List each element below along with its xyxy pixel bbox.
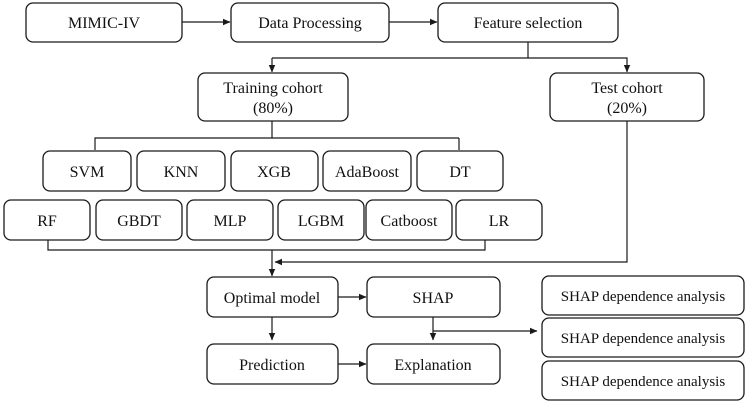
node-prediction: Prediction (206, 343, 339, 385)
node-mlp: MLP (186, 199, 274, 241)
node-dt-label: DT (449, 164, 471, 181)
node-dt: DT (416, 150, 504, 192)
edge-feature-split (272, 42, 529, 59)
node-svm-label: SVM (70, 164, 105, 181)
node-catboost-label: Catboost (381, 213, 438, 230)
node-adaboost: AdaBoost (322, 150, 412, 192)
node-shap-dependence-2-label: SHAP dependence analysis (561, 331, 726, 347)
node-lr: LR (455, 199, 543, 241)
node-gbdt: GBDT (95, 199, 183, 241)
node-explanation: Explanation (366, 343, 501, 385)
node-data-processing-label: Data Processing (258, 15, 362, 32)
node-shap-dependence-2: SHAP dependence analysis (541, 317, 745, 358)
edge-training-models-bracket (94, 121, 273, 150)
edge-split-test (528, 57, 631, 73)
node-mlp-label: MLP (214, 213, 247, 230)
node-gbdt-label: GBDT (117, 213, 161, 230)
edge-test-merge (274, 121, 628, 266)
node-knn-label: KNN (164, 164, 199, 181)
node-rf-label: RF (37, 213, 57, 230)
node-test-cohort-line1: Test cohort (591, 80, 663, 97)
node-explanation-label: Explanation (394, 357, 471, 374)
node-feature-selection: Feature selection (437, 2, 619, 43)
node-adaboost-label: AdaBoost (335, 164, 400, 181)
node-shap: SHAP (366, 276, 501, 318)
node-catboost: Catboost (365, 199, 453, 241)
node-optimal-model: Optimal model (206, 276, 339, 318)
node-lgbm-label: LGBM (298, 213, 344, 230)
node-lr-label: LR (489, 213, 510, 230)
node-shap-dependence-3: SHAP dependence analysis (541, 360, 745, 401)
node-lgbm: LGBM (277, 199, 365, 241)
node-xgb-label: XGB (257, 164, 291, 181)
node-shap-dependence-3-label: SHAP dependence analysis (561, 374, 726, 390)
node-test-cohort-line2: (20%) (607, 100, 647, 117)
node-shap-label: SHAP (413, 290, 454, 307)
node-test-cohort: Test cohort (20%) (549, 72, 705, 122)
node-training-cohort-line2: (80%) (253, 100, 293, 117)
edge-models-bottom-bracket (47, 240, 486, 251)
node-knn: KNN (136, 150, 226, 192)
node-feature-selection-label: Feature selection (474, 15, 583, 32)
node-svm: SVM (42, 150, 132, 192)
edges (47, 18, 631, 368)
node-training-cohort: Training cohort (80%) (197, 72, 349, 122)
node-prediction-label: Prediction (239, 357, 305, 374)
node-training-cohort-line1: Training cohort (223, 80, 323, 97)
node-rf: RF (3, 199, 91, 241)
node-xgb: XGB (230, 150, 319, 192)
node-shap-dependence-1-label: SHAP dependence analysis (561, 289, 726, 305)
node-shap-dependence-1: SHAP dependence analysis (541, 275, 745, 316)
node-data-processing: Data Processing (230, 2, 390, 43)
node-mimic-iv-label: MIMIC-IV (68, 15, 140, 32)
node-mimic-iv: MIMIC-IV (25, 2, 183, 43)
node-optimal-model-label: Optimal model (224, 290, 321, 307)
